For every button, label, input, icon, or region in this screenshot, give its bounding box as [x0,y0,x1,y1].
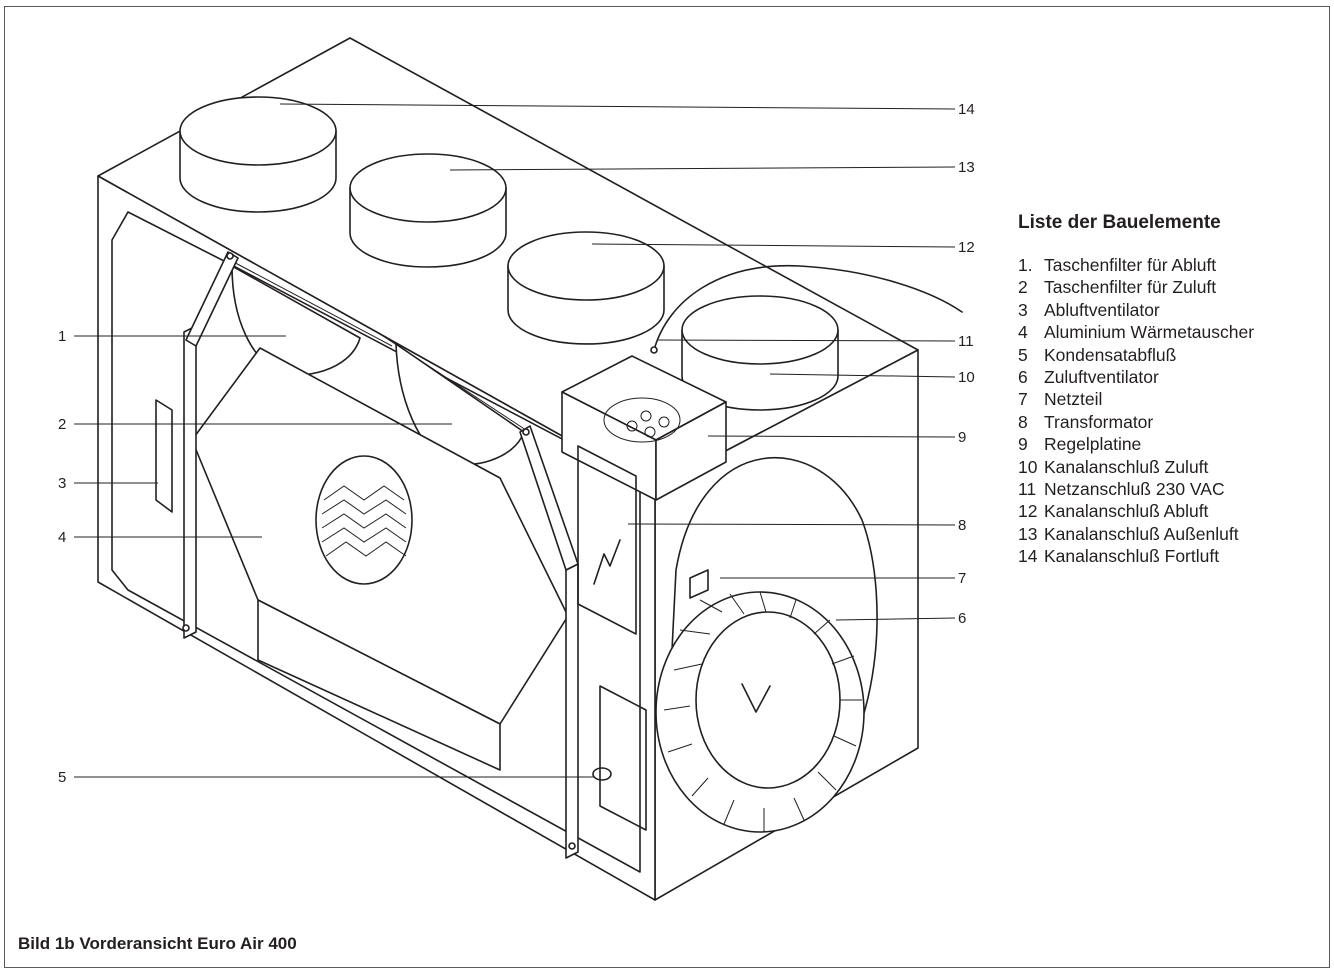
legend-label: Regelplatine [1044,434,1142,455]
legend-item: 10 Kanalanschluß Zuluft [1018,456,1328,478]
duct-12 [507,231,665,345]
duct-14 [179,96,337,213]
callout-numbers: 14 13 12 11 10 9 8 7 6 1 2 3 4 5 [58,101,975,786]
legend-label: Netzteil [1044,389,1103,410]
callout-2: 2 [58,416,66,433]
legend-item: 11 Netzanschluß 230 VAC [1018,478,1328,500]
callout-8: 8 [958,517,966,534]
legend-label: Aluminium Wärmetauscher [1044,322,1255,343]
legend-label: Kondensatabfluß [1044,344,1177,365]
callout-6: 6 [958,610,966,627]
legend-item: 9 Regelplatine [1018,433,1328,455]
duct-10 [681,295,839,411]
callout-leaders [74,103,956,778]
drain-5 [592,685,647,831]
callout-10: 10 [958,369,975,386]
legend-item: 14 Kanalanschluß Fortluft [1018,545,1328,567]
legend-number: 13 [1018,523,1038,544]
legend-item: 6 Zuluftventilator [1018,366,1328,388]
legend-item: 7 Netzteil [1018,388,1328,410]
legend-number: 2 [1018,277,1028,298]
legend-item: 5 Kondensatabfluß [1018,344,1328,366]
heat-exchanger [191,347,569,771]
legend-label: Kanalanschluß Abluft [1044,501,1209,522]
callout-11: 11 [958,333,974,350]
power-cable [653,264,963,351]
legend-label: Taschenfilter für Abluft [1044,255,1217,275]
legend-number: 11 [1018,479,1037,500]
component-legend: Liste der Bauelemente 1. Taschenfilter fü… [1018,212,1328,568]
callout-14: 14 [958,101,975,118]
legend-label: Transformator [1044,411,1154,432]
duct-connectors [179,96,839,411]
figure-frame [4,6,1330,968]
legend-number: 3 [1018,299,1028,320]
legend-number: 4 [1018,322,1028,343]
duct-13 [349,153,507,268]
callout-3: 3 [58,475,66,492]
legend-label: Netzanschluß 230 VAC [1044,479,1225,500]
legend-number: 10 [1018,456,1038,477]
legend-item: 1. Taschenfilter für Abluft [1018,254,1328,276]
callout-9: 9 [958,429,966,446]
legend-item: 8 Transformator [1018,411,1328,433]
legend-number: 5 [1018,344,1028,365]
callout-5: 5 [58,769,66,786]
legend-label: Kanalanschluß Außenluft [1044,523,1239,544]
legend-number: 1. [1018,255,1033,275]
legend-number: 14 [1018,546,1038,567]
callout-13: 13 [958,159,975,176]
posts [182,251,579,859]
callout-1: 1 [58,328,66,345]
callout-4: 4 [58,529,66,546]
supply-fan-6 [655,456,878,833]
legend-label: Kanalanschluß Zuluft [1044,456,1209,477]
legend-list: 1. Taschenfilter für Abluft 2 Taschenfilte… [1018,254,1328,568]
control-box [561,355,727,501]
legend-title: Liste der Bauelemente [1018,212,1221,233]
legend-number: 9 [1018,434,1028,455]
legend-label: Kanalanschluß Fortluft [1044,546,1220,567]
legend-label: Abluftventilator [1044,299,1160,320]
legend-item: 4 Aluminium Wärmetauscher [1018,321,1328,343]
callout-12: 12 [958,239,975,256]
legend-item: 3 Abluftventilator [1018,299,1328,321]
legend-number: 8 [1018,411,1028,432]
housing-inner-frame [111,211,641,873]
legend-item: 2 Taschenfilter für Zuluft [1018,276,1328,298]
legend-number: 6 [1018,367,1028,388]
figure-caption: Bild 1b Vorderansicht Euro Air 400 [18,934,297,953]
callout-7: 7 [958,570,966,587]
legend-label: Taschenfilter für Zuluft [1044,277,1217,298]
legend-number: 12 [1018,501,1038,522]
filter-1 [225,257,393,376]
power-supply-7 [689,569,709,599]
legend-label: Zuluftventilator [1044,367,1159,388]
transformer-bay [577,445,637,635]
legend-item: 12 Kanalanschluß Abluft [1018,500,1328,522]
cable-gland [650,346,658,354]
legend-number: 7 [1018,389,1028,410]
exhaust-fan-3 [155,399,173,513]
legend-item: 13 Kanalanschluß Außenluft [1018,523,1328,545]
